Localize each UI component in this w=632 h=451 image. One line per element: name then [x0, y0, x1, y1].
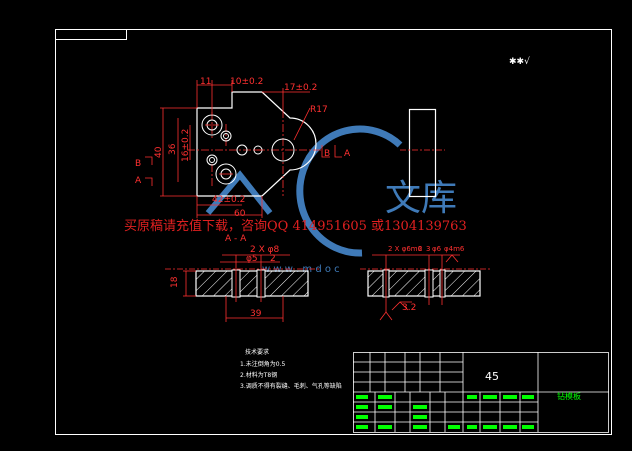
section-markers-left [145, 156, 153, 186]
roughness-symbol: ✱✱√ [509, 56, 530, 67]
dim-10: 10±0.2 [230, 77, 263, 87]
part-name: 钻模板 [557, 391, 581, 401]
dim-40: 40 [154, 146, 164, 158]
plan-view: 11 10±0.2 17±0.2 R17 40 36 16±0.2 42±0.2… [135, 77, 351, 219]
material-number: 45 [485, 370, 499, 383]
section-bb-right: 2 X φ6m6 2 3 φ6 φ4m6 3.2 [360, 245, 490, 321]
dim-phi6: φ6 [432, 245, 442, 253]
watermark-sub: w w w . m d o c [262, 264, 340, 275]
section-label-b-left: B [135, 159, 141, 169]
side-view [400, 108, 445, 198]
section-aa-title: A - A [225, 234, 247, 244]
title-block: 45 钻模板 [353, 352, 609, 433]
dim-16: 16±0.2 [181, 129, 191, 162]
dim-42: 42±0.2 [212, 195, 245, 205]
note-1: 1.未注倒角为0.5 [240, 360, 285, 368]
section-bb-dims [360, 254, 490, 321]
notes-title: 技术要求 [245, 348, 269, 356]
section-markers-right [321, 145, 342, 158]
note-2: 2.材料为T8钢 [240, 371, 277, 379]
dim-2x-phi6m6: 2 X φ6m6 [388, 245, 423, 253]
plan-dimension-lines [160, 80, 311, 218]
title-block-labels [356, 395, 534, 429]
dim-phi5: φ5 [246, 254, 258, 264]
dim-11: 11 [200, 77, 211, 87]
watermark-logo: 文库 w w w . m d o c [205, 125, 457, 275]
watermark-text: 买原稿请充值下载，咨询QQ 414951605 或1304139763 [124, 218, 467, 234]
section-label-b-right: B [324, 149, 330, 159]
dim-36: 36 [168, 143, 178, 155]
dim-18: 18 [170, 276, 180, 288]
dim-2-left: 2 [270, 254, 276, 264]
section-aa-left: A - A 2 X φ8 φ5 2 18 39 [165, 234, 320, 322]
dim-phi4m6: φ4m6 [444, 245, 465, 253]
technical-notes: 技术要求 1.未注倒角为0.5 2.材料为T8钢 3.调质不得有裂缝、毛刺、气孔… [240, 348, 342, 390]
dim-r17: R17 [310, 105, 328, 115]
roughness-3-2: 3.2 [402, 303, 416, 313]
dim-2x-phi8: 2 X φ8 [250, 245, 280, 255]
plate-outline [196, 91, 317, 197]
note-3: 3.调质不得有裂缝、毛刺、气孔等缺陷 [240, 382, 342, 390]
drawing-frame [55, 29, 612, 435]
dim-60: 60 [234, 209, 246, 219]
dim-c3: 3 [426, 245, 430, 253]
plan-hole-centres [205, 124, 262, 175]
dim-c2: 2 [418, 245, 422, 253]
watermark-logo-chars: 文库 [385, 178, 457, 219]
dim-17: 17±0.2 [284, 83, 317, 93]
plan-dimension-texts: 11 10±0.2 17±0.2 R17 40 36 16±0.2 42±0.2… [154, 77, 328, 219]
section-label-a-right: A [344, 149, 351, 159]
section-aa-left-dims [165, 254, 320, 322]
dim-39: 39 [250, 309, 262, 319]
section-label-a-left: A [135, 176, 142, 186]
